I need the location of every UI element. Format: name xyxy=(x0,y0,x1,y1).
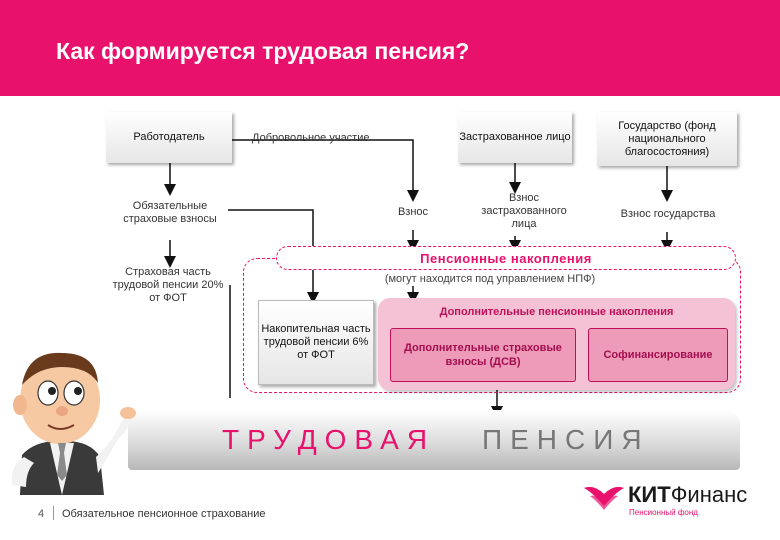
brand-logo: КИТФинанс Пенсионный фонд xyxy=(582,478,752,518)
funded-part-label: Накопительная часть трудовой пенсии 6% о… xyxy=(261,323,371,361)
additional-contributions-label: Дополнительные страховые взносы (ДСВ) xyxy=(404,342,562,368)
state-label: Государство (фонд национального благосос… xyxy=(618,119,716,158)
brand-name-rest: Финанс xyxy=(670,482,748,507)
slide-title: Как формируется трудовая пенсия? xyxy=(56,38,470,64)
footer-separator xyxy=(53,506,54,520)
pension-word-labor: ТРУДОВАЯ xyxy=(222,424,436,455)
savings-title-bar: Пенсионные накопления xyxy=(276,246,736,270)
insurance-part-label: Страховая часть трудовой пенсии 20% от Ф… xyxy=(112,266,224,304)
employer-label: Работодатель xyxy=(133,131,205,143)
brand-subtitle: Пенсионный фонд xyxy=(629,508,698,517)
pension-band xyxy=(128,410,740,470)
brand-name-bold: КИТ xyxy=(628,482,671,507)
state-box: Государство (фонд национального благосос… xyxy=(597,112,737,166)
mandatory-label: Обязательные страховые взносы xyxy=(123,200,217,225)
savings-title: Пенсионные накопления xyxy=(420,250,592,266)
page-number: 4 xyxy=(38,508,45,520)
insured-label: Застрахованное лицо xyxy=(459,131,571,143)
slide-header xyxy=(0,0,780,96)
insured-box: Застрахованное лицо xyxy=(458,112,572,163)
cartoon-man-illustration xyxy=(11,352,136,495)
contribution-label: Взнос xyxy=(397,206,429,218)
savings-note: (могут находится под управлением НПФ) xyxy=(384,273,596,285)
cofinancing-label: Софинансирование xyxy=(603,349,713,361)
funded-part-box: Накопительная часть трудовой пенсии 6% о… xyxy=(258,300,374,385)
pension-word-pension: ПЕНСИЯ xyxy=(482,424,650,455)
footer-text: Обязательное пенсионное страхование xyxy=(62,508,266,520)
insured-contribution-label: Взнос застрахованного лица xyxy=(481,192,567,230)
additional-contributions-box: Дополнительные страховые взносы (ДСВ) xyxy=(390,328,576,382)
state-contribution-label: Взнос государства xyxy=(620,208,716,220)
cofinancing-box: Софинансирование xyxy=(588,328,728,382)
line-voluntary xyxy=(232,139,419,202)
brand-name: КИТФинанс xyxy=(628,482,747,508)
voluntary-label: Добровольное участие xyxy=(252,132,370,144)
additional-title: Дополнительные пенсионные накопления xyxy=(439,306,674,318)
employer-box: Работодатель xyxy=(106,112,232,163)
brand-emblem-icon xyxy=(584,486,624,510)
